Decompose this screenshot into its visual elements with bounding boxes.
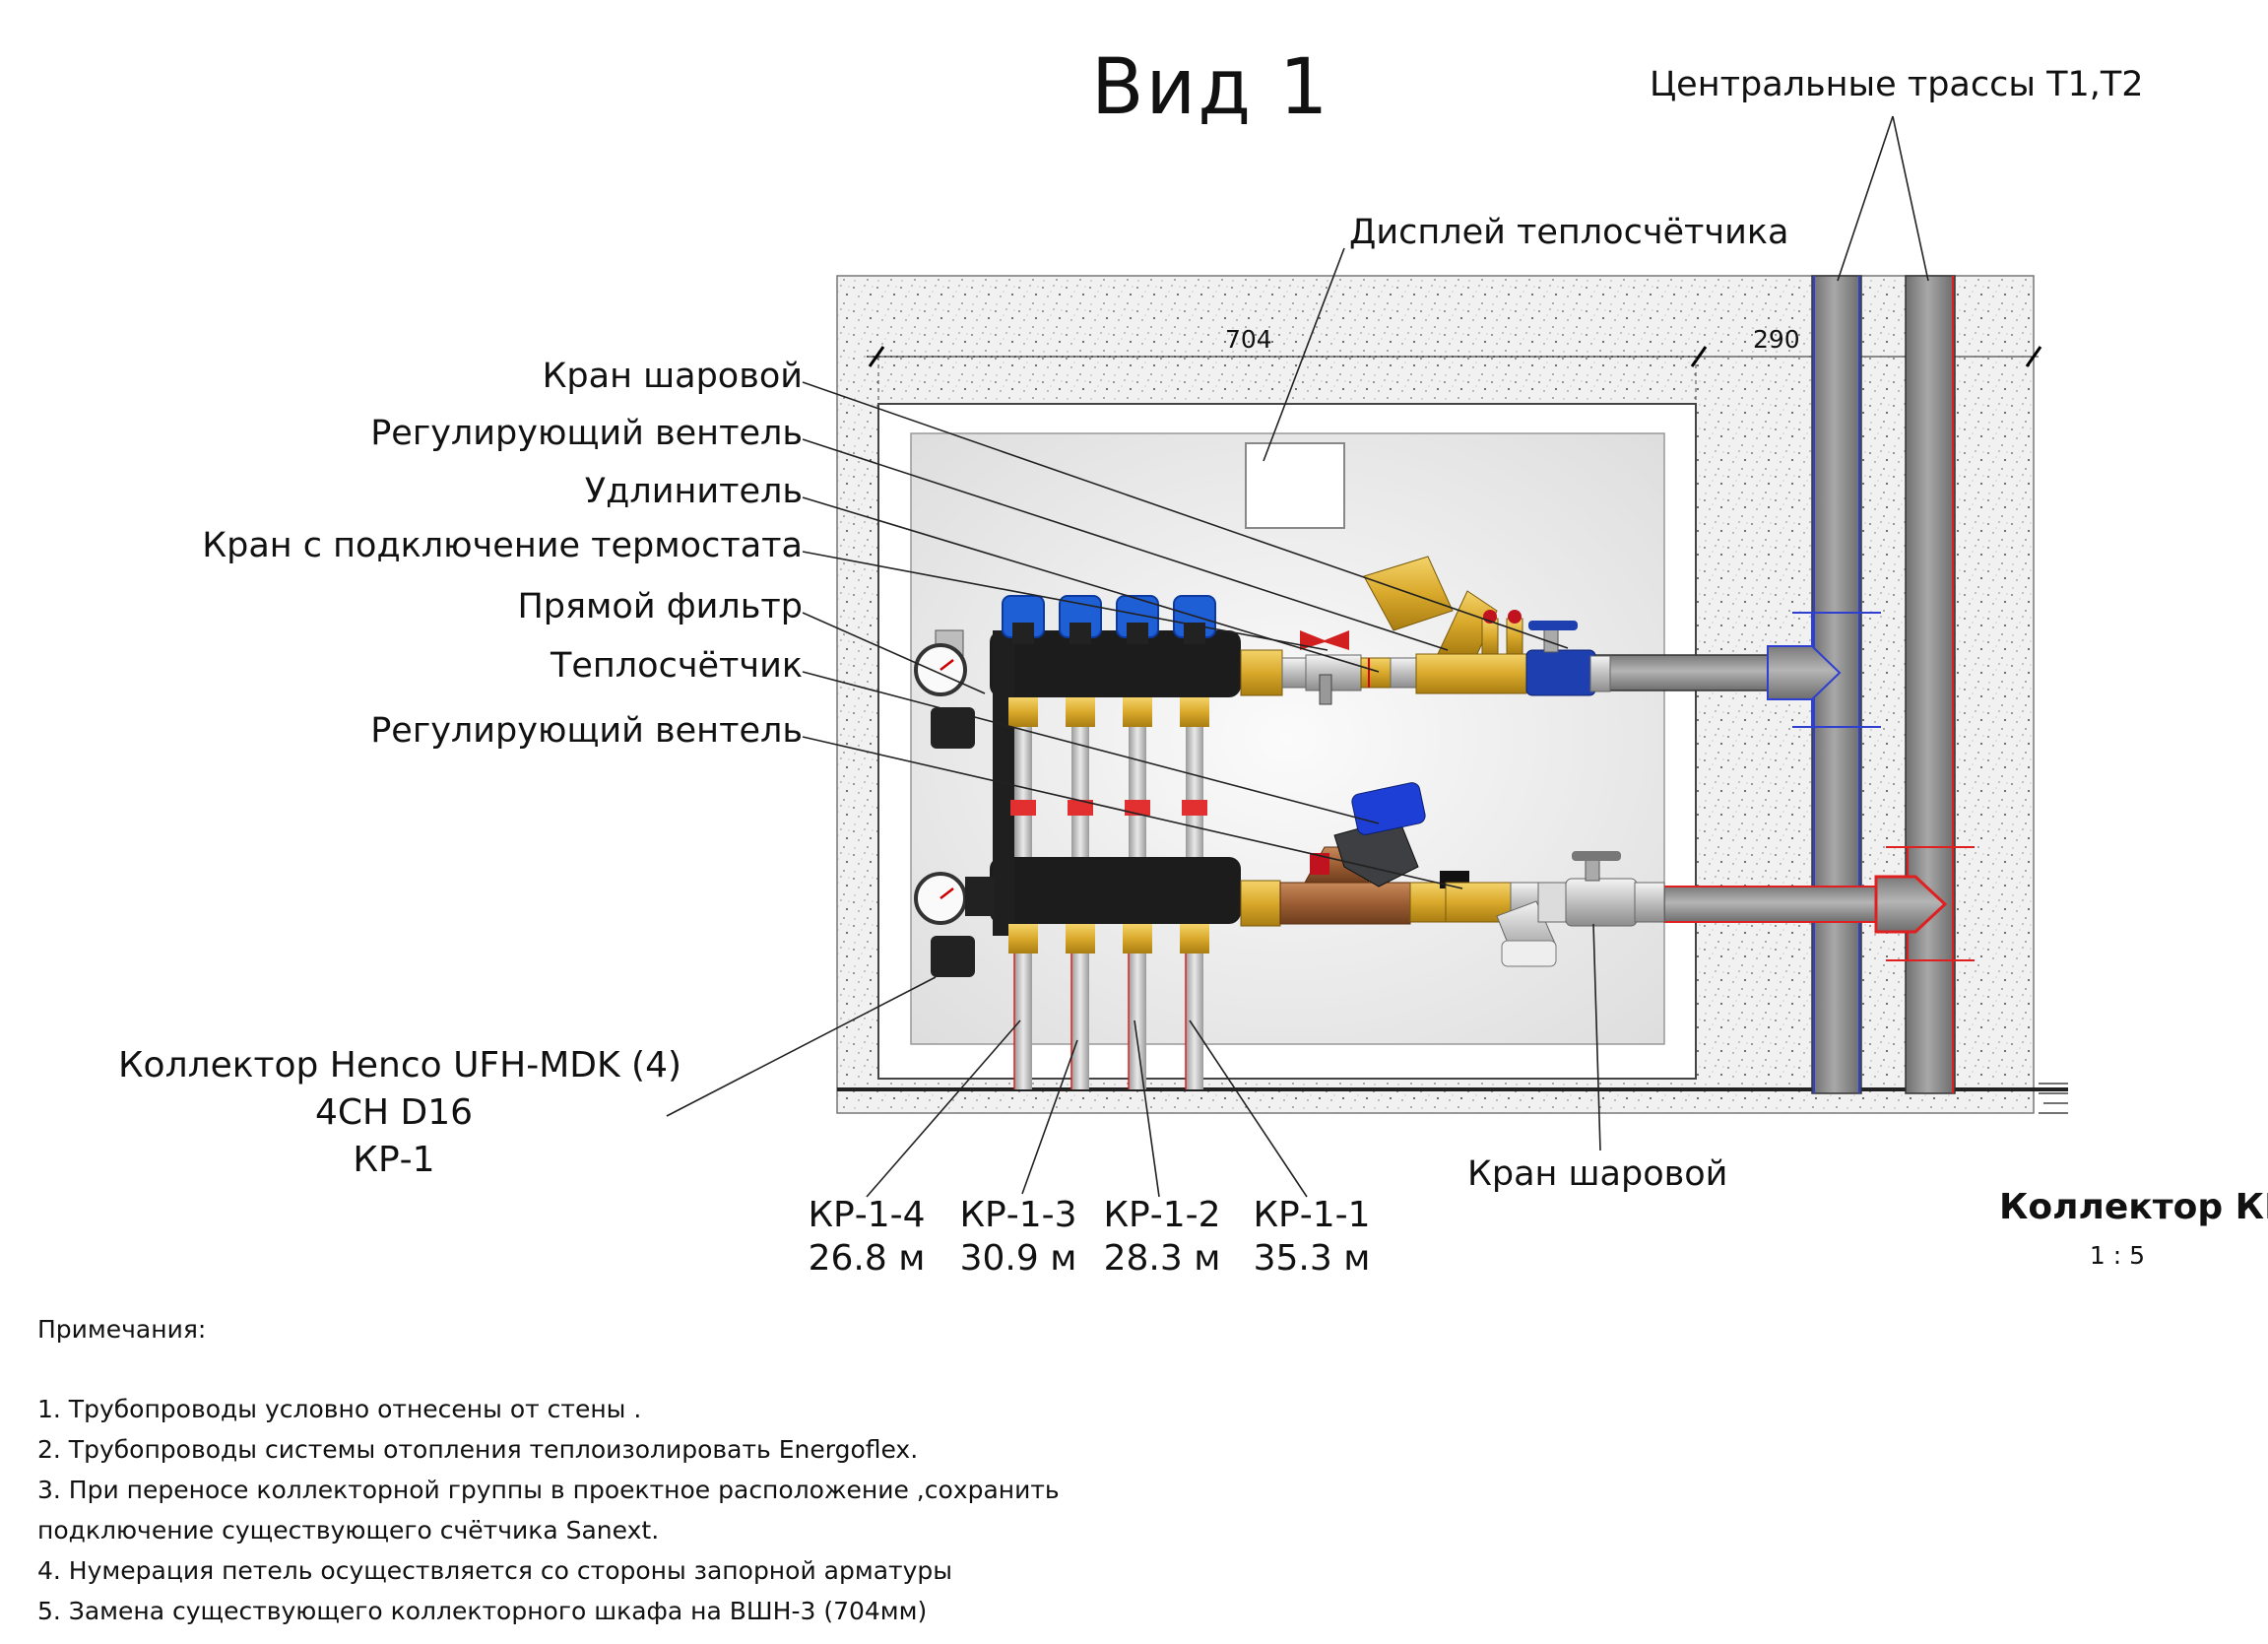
manifold-line3: КР-1 <box>353 1140 435 1180</box>
view-title: Вид 1 <box>1091 43 1330 132</box>
loop-length: 35.3 м <box>1253 1238 1371 1279</box>
direct-filter-label: Прямой фильтр <box>517 587 803 626</box>
return-fittings <box>1240 782 1665 967</box>
thermostat-valve-label: Кран с подключение термостата <box>202 526 803 565</box>
manifold-return-bar <box>990 857 1241 924</box>
note-item: 3. При переносе коллекторной группы в пр… <box>37 1476 1060 1504</box>
manifold-supply-bar <box>990 630 1241 697</box>
note-item: подключение существующего счётчика Sanex… <box>37 1516 660 1545</box>
heat-meter-label: Теплосчётчик <box>551 646 803 686</box>
loop-label: КР-1-1 35.3 м <box>1243 1194 1381 1281</box>
riser-t2 <box>1905 275 1956 1094</box>
ball-valve-top-label: Кран шаровой <box>542 357 803 396</box>
notes-heading: Примечания: <box>37 1315 207 1344</box>
extension-label: Удлинитель <box>584 472 803 511</box>
central-lines-label: Центральные трассы Т1,Т2 <box>1650 65 2144 104</box>
dim-cabinet-width: 704 <box>1225 325 1272 354</box>
heat-meter-display-label: Дисплей теплосчётчика <box>1349 213 1789 252</box>
loop-label: КР-1-3 30.9 м <box>949 1194 1087 1281</box>
pressure-gauges <box>914 629 995 977</box>
dim-offset: 290 <box>1753 325 1800 354</box>
note-item: 5. Замена существующего коллекторного шк… <box>37 1597 928 1625</box>
heat-meter-display <box>1245 442 1345 529</box>
sheet-scale: 1 : 5 <box>2089 1241 2146 1270</box>
manifold-line1: Коллектор Henco UFH-MDK (4) <box>118 1045 682 1085</box>
manifold-label: Коллектор Henco UFH-MDK (4) 4CH D16 КР-1 <box>118 1044 682 1182</box>
note-item: 4. Нумерация петель осуществляется со ст… <box>37 1556 952 1585</box>
note-item: 1. Трубопроводы условно отнесены от стен… <box>37 1395 642 1423</box>
loop-length: 28.3 м <box>1103 1238 1221 1279</box>
loop-label: КР-1-2 28.3 м <box>1093 1194 1231 1281</box>
balancing-valve-top-label: Регулирующий вентель <box>370 414 803 453</box>
loop-id: КР-1-4 <box>808 1195 926 1235</box>
note-item: 2. Трубопроводы системы отопления теплои… <box>37 1435 919 1464</box>
loop-id: КР-1-2 <box>1103 1195 1221 1235</box>
loop-length: 26.8 м <box>808 1238 926 1279</box>
sheet-title: Коллектор КР <box>1999 1187 2268 1227</box>
loop-length: 30.9 м <box>959 1238 1077 1279</box>
leader-lines <box>666 115 1929 1198</box>
ball-valve-bottom-label: Кран шаровой <box>1467 1154 1728 1194</box>
loop-label: КР-1-4 26.8 м <box>798 1194 936 1281</box>
balancing-valve-bottom-label: Регулирующий вентель <box>370 711 803 751</box>
notes-list: 1. Трубопроводы условно отнесены от стен… <box>37 1389 1060 1631</box>
loop-id: КР-1-1 <box>1253 1195 1371 1235</box>
loop-id: КР-1-3 <box>959 1195 1077 1235</box>
supply-fittings <box>1240 556 1611 705</box>
manifold-line2: 4CH D16 <box>314 1092 474 1133</box>
manifold-loop-tubes <box>1008 697 1209 1089</box>
